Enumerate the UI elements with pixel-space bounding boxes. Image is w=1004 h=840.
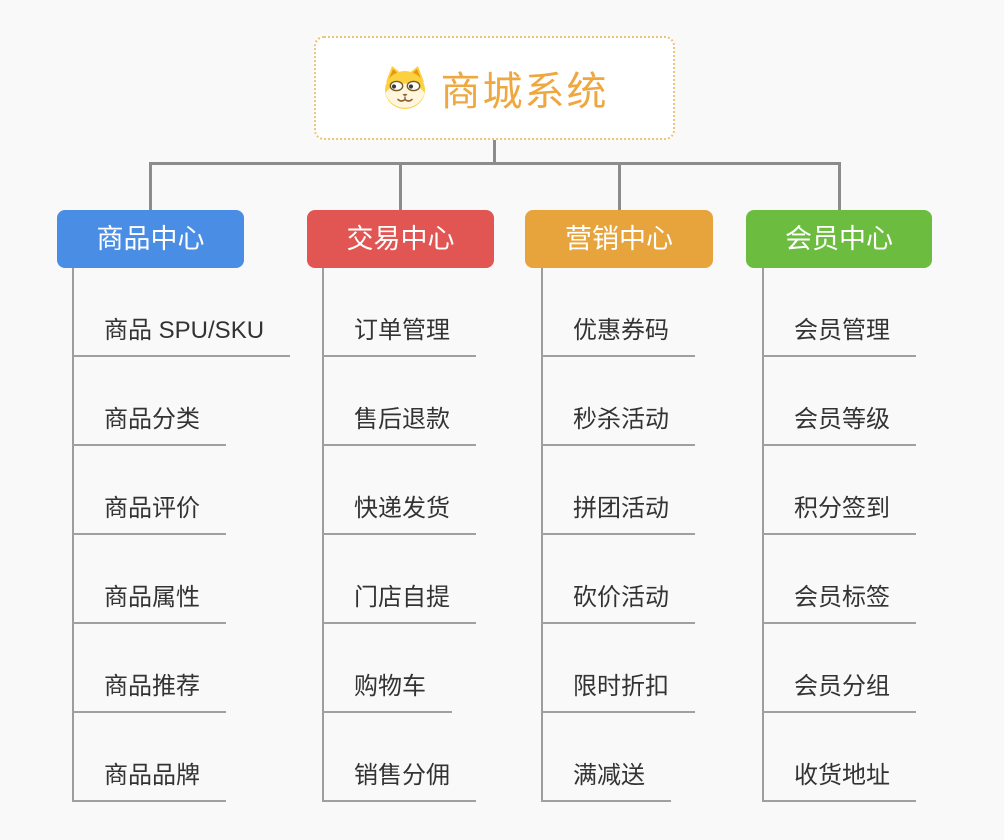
leaf-node[interactable]: 优惠券码 <box>541 315 695 357</box>
leaf-node[interactable]: 会员分组 <box>762 671 916 713</box>
dog-face-icon <box>381 65 429 111</box>
leaf-node[interactable]: 秒杀活动 <box>541 404 695 446</box>
leaf-node[interactable]: 商品品牌 <box>72 760 226 802</box>
leaf-node[interactable]: 商品分类 <box>72 404 226 446</box>
leaf-node[interactable]: 商品 SPU/SKU <box>72 315 291 357</box>
branch-member-center[interactable]: 会员中心 <box>746 210 932 268</box>
spine-member-center <box>762 268 764 802</box>
leaf-node[interactable]: 商品属性 <box>72 582 226 624</box>
connector-drop-marketing <box>618 162 621 210</box>
branch-trade-center[interactable]: 交易中心 <box>307 210 494 268</box>
leaf-node[interactable]: 会员管理 <box>762 315 916 357</box>
branch-marketing-center[interactable]: 营销中心 <box>525 210 713 268</box>
leaf-node[interactable]: 售后退款 <box>322 404 476 446</box>
root-node[interactable]: 商城系统 <box>314 36 675 140</box>
connector-root-stem <box>493 140 496 165</box>
spine-marketing-center <box>541 268 543 802</box>
leaf-node[interactable]: 砍价活动 <box>541 582 695 624</box>
leaf-node[interactable]: 商品推荐 <box>72 671 226 713</box>
connector-drop-member <box>838 162 841 210</box>
connector-horizontal-bar <box>149 162 841 165</box>
leaf-node[interactable]: 积分签到 <box>762 493 916 535</box>
leaf-node[interactable]: 满减送 <box>541 760 671 802</box>
leaf-node[interactable]: 收货地址 <box>762 760 916 802</box>
spine-product-center <box>72 268 74 802</box>
leaf-node[interactable]: 订单管理 <box>322 315 476 357</box>
leaf-node[interactable]: 商品评价 <box>72 493 226 535</box>
root-title: 商城系统 <box>440 70 609 114</box>
leaf-node[interactable]: 门店自提 <box>322 582 476 624</box>
leaf-node[interactable]: 限时折扣 <box>541 671 695 713</box>
connector-drop-product <box>149 162 152 210</box>
leaf-node[interactable]: 购物车 <box>322 671 452 713</box>
leaf-node[interactable]: 会员等级 <box>762 404 916 446</box>
leaf-node[interactable]: 销售分佣 <box>322 760 476 802</box>
leaf-node[interactable]: 会员标签 <box>762 582 916 624</box>
branch-product-center[interactable]: 商品中心 <box>57 210 244 268</box>
connector-drop-trade <box>399 162 402 210</box>
leaf-node[interactable]: 快递发货 <box>322 493 476 535</box>
spine-trade-center <box>322 268 324 802</box>
leaf-node[interactable]: 拼团活动 <box>541 493 695 535</box>
